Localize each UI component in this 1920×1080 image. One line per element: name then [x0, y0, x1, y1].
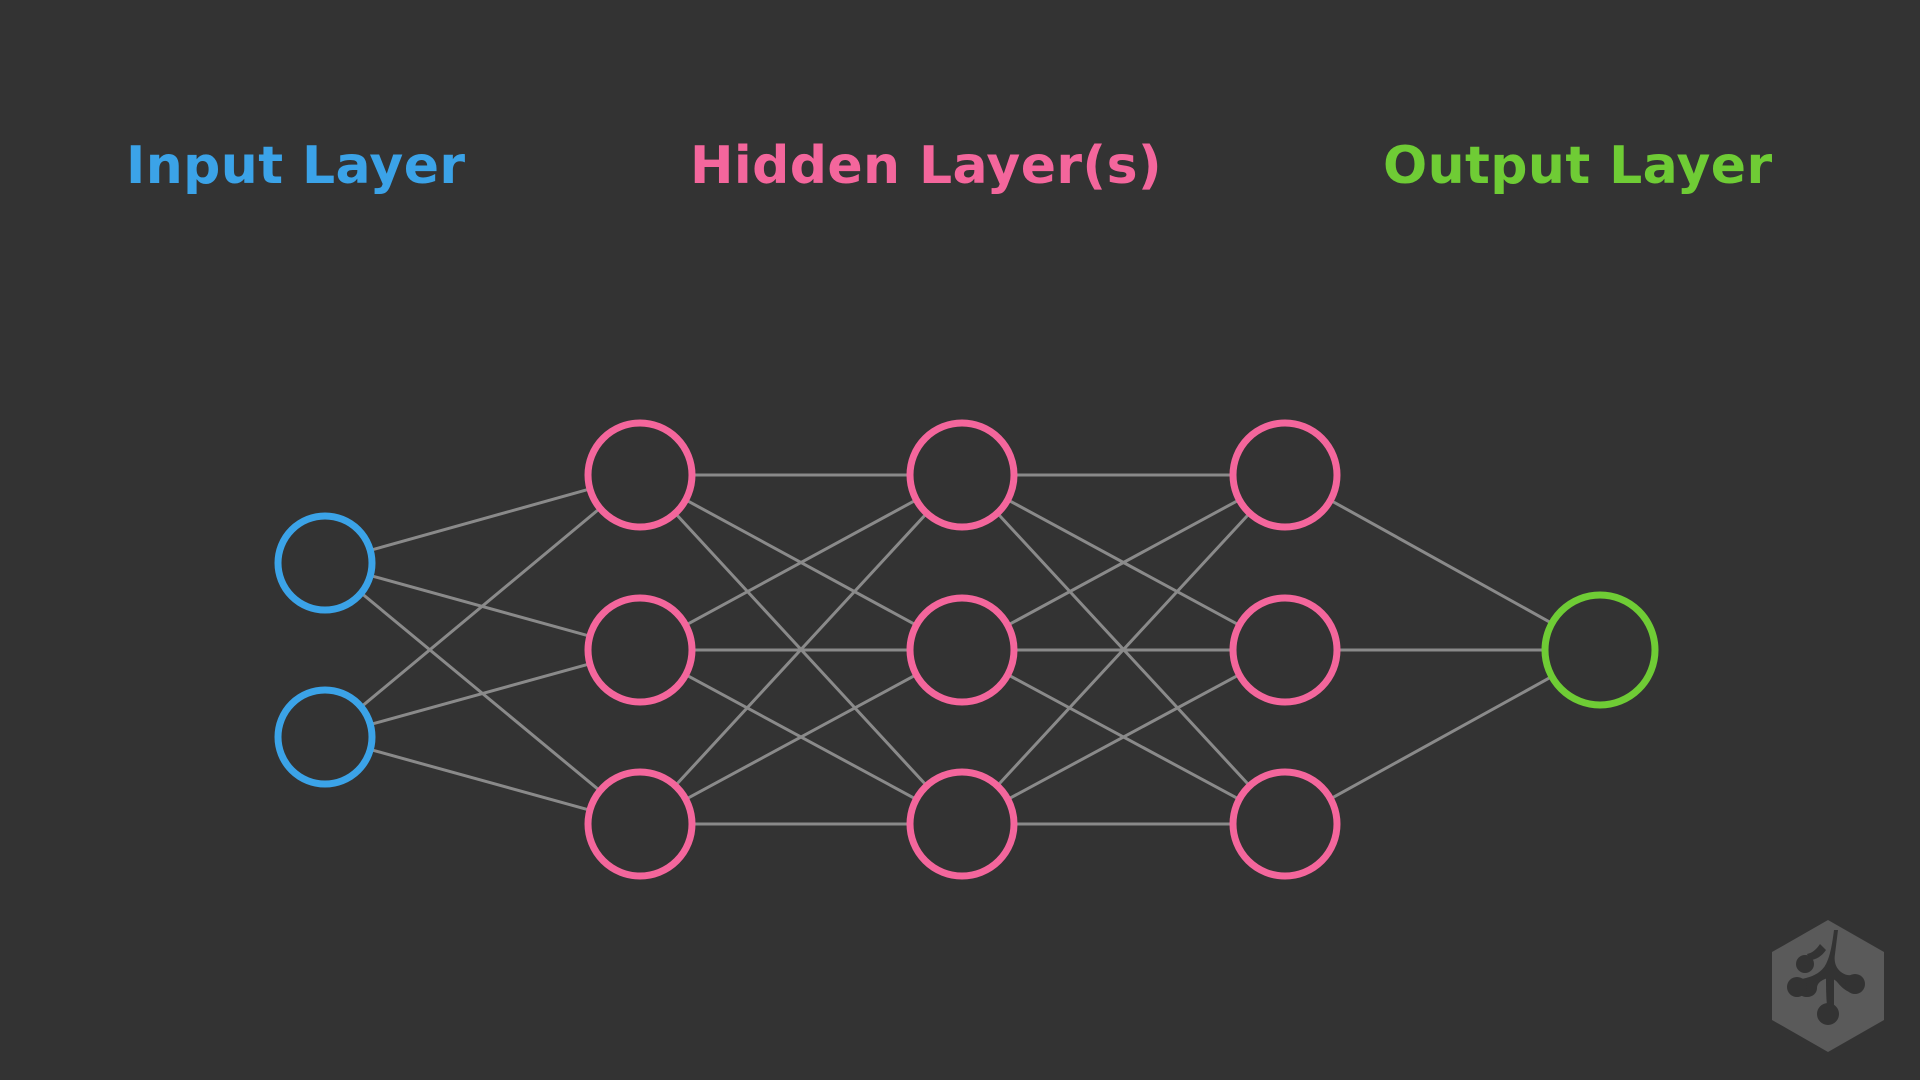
connection-line	[368, 748, 592, 812]
neuron-node-h1_2[interactable]	[584, 594, 696, 706]
neuron-node-h2_1[interactable]	[906, 419, 1018, 531]
connection-line	[995, 511, 1252, 788]
connection-line	[359, 506, 602, 709]
hexagon-neuron-logo-icon	[1772, 920, 1884, 1052]
neuron-node-h3_1[interactable]	[1229, 419, 1341, 531]
neuron-node-h2_3[interactable]	[906, 768, 1018, 880]
output-layer-label: Output Layer	[1383, 136, 1773, 196]
connection-line	[684, 498, 918, 627]
neuron-node-h1_1[interactable]	[584, 419, 696, 531]
connection-line	[1006, 498, 1241, 627]
connections-group	[359, 473, 1554, 826]
neuron-node-o1[interactable]	[1541, 591, 1659, 709]
neuron-node-h1_3[interactable]	[584, 768, 696, 880]
connection-line	[1329, 675, 1554, 801]
neuron-node-i2[interactable]	[274, 686, 376, 788]
connection-line	[368, 487, 592, 552]
neuron-node-h2_2[interactable]	[906, 594, 1018, 706]
watermark-neuron-glyph	[1787, 930, 1865, 1025]
nodes-group	[274, 419, 1659, 880]
connection-line	[1006, 673, 1241, 801]
neuron-node-i1[interactable]	[274, 512, 376, 614]
neuron-node-h3_3[interactable]	[1229, 768, 1341, 880]
connection-line	[368, 662, 592, 726]
connection-line	[359, 591, 602, 793]
connection-line	[673, 511, 929, 788]
hidden-layer-label: Hidden Layer(s)	[690, 136, 1163, 196]
neuron-node-h3_2[interactable]	[1229, 594, 1341, 706]
connection-line	[684, 673, 918, 801]
connection-line	[368, 574, 592, 638]
input-layer-label: Input Layer	[126, 136, 466, 196]
connection-line	[1328, 498, 1554, 625]
